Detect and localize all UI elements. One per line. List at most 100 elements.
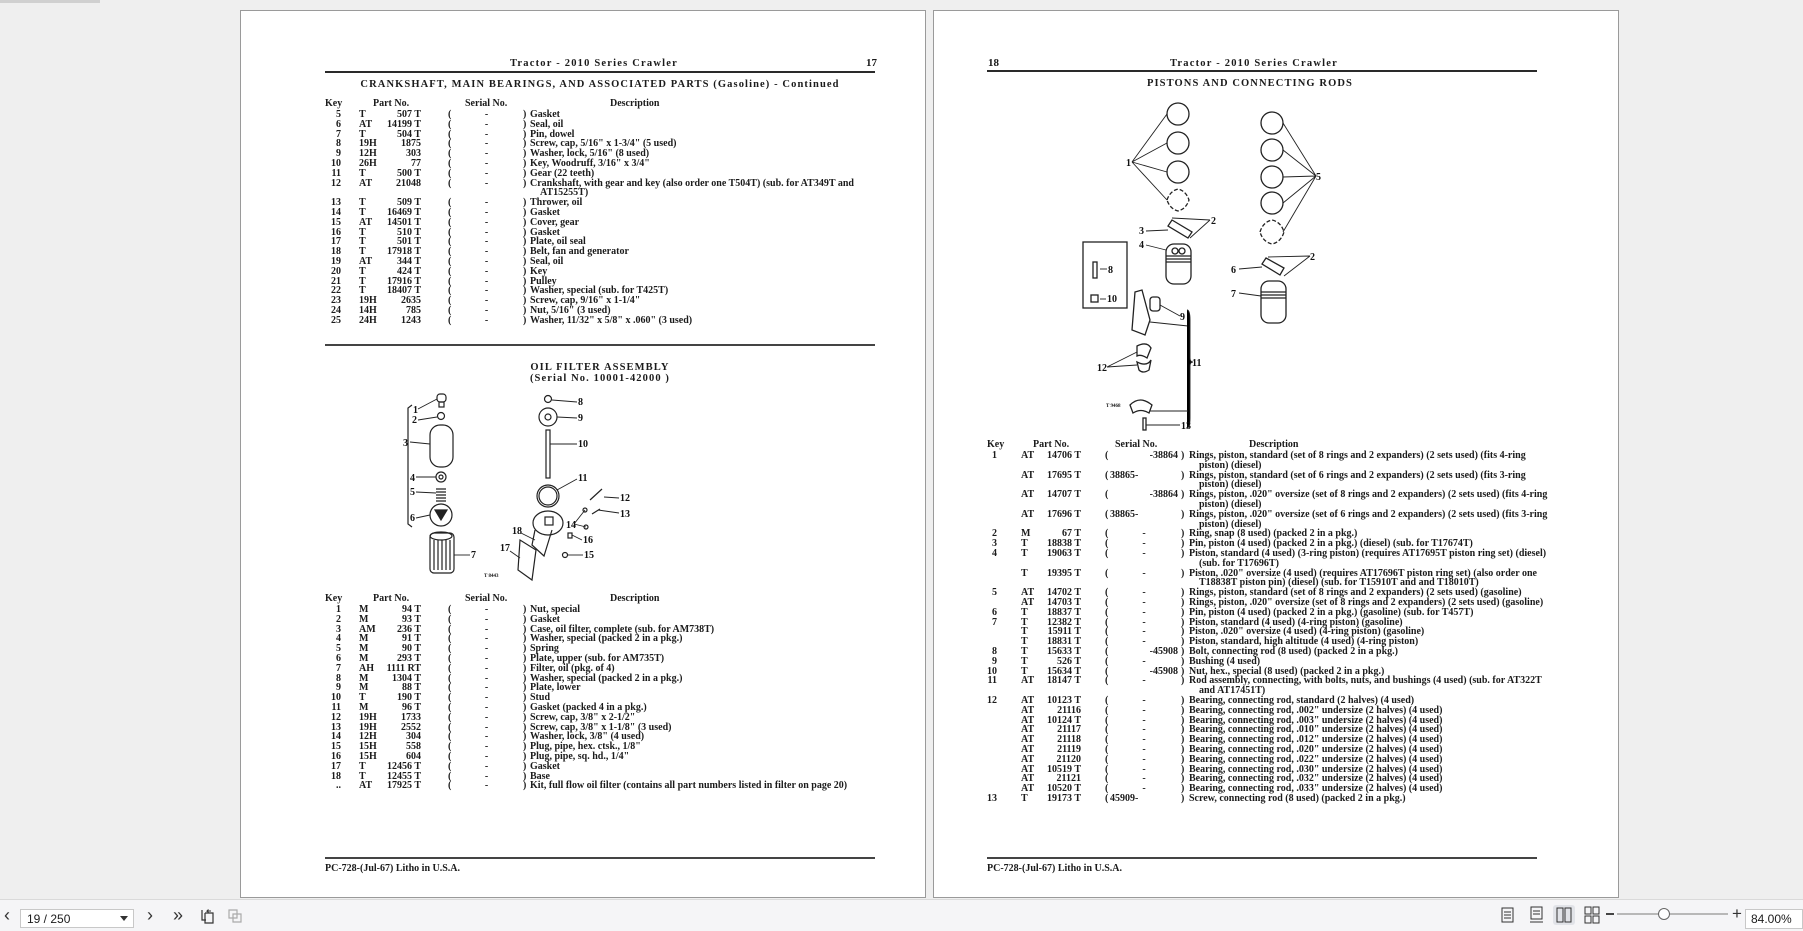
part-number-cell: 507 T	[397, 109, 421, 120]
callout-label: 10	[1107, 294, 1117, 305]
serial-cell: -	[484, 731, 489, 743]
description-cell: Bearing, connecting rod, .002" undersize…	[1189, 704, 1443, 716]
part-number-cell: 1733	[401, 711, 421, 723]
description-cell: Washer, special (packed 2 in a pkg.)	[530, 633, 683, 645]
description-cell: Nut, 5/16" (3 used)	[530, 304, 611, 316]
paren-open: (	[448, 721, 452, 733]
paren-open: (	[448, 662, 452, 674]
paren-open: (	[448, 246, 452, 258]
description-cell: Washer, lock, 3/8" (4 used)	[530, 731, 645, 743]
paren-close: )	[1181, 489, 1185, 501]
zoom-slider-thumb[interactable]	[1658, 908, 1670, 920]
part-prefix-cell: T	[359, 128, 366, 140]
part-number-cell: 15634 T	[1047, 665, 1081, 677]
description-cell: Rings, piston, .020" oversize (set of 8 …	[1189, 596, 1544, 608]
serial-cell: -	[484, 741, 489, 753]
rotate-page-icon[interactable]	[197, 900, 217, 931]
single-page-view-icon[interactable]	[1496, 905, 1518, 925]
part-number-cell: 19173 T	[1047, 792, 1081, 804]
zoom-out-icon[interactable]	[1606, 913, 1614, 915]
zoom-in-icon[interactable]: +	[1732, 904, 1742, 923]
serial-cell: -	[1142, 704, 1146, 716]
two-page-view-icon[interactable]	[1553, 905, 1575, 925]
part-number-cell: 190 T	[397, 692, 421, 704]
paren-open: (	[1105, 792, 1109, 804]
paren-open: (	[448, 750, 452, 762]
paren-close: )	[1181, 753, 1185, 765]
part-prefix-cell: T	[1021, 626, 1028, 638]
serial-cell: -	[484, 265, 489, 277]
part-number-cell: 16469 T	[387, 206, 421, 218]
zoom-level-input[interactable]: 84.00%	[1745, 909, 1803, 929]
paren-open: (	[448, 623, 452, 635]
chevron-right-icon[interactable]: ›	[147, 905, 153, 925]
paren-open: (	[1105, 450, 1109, 461]
chevron-left-icon[interactable]: ‹	[4, 905, 10, 925]
paren-open: (	[1105, 743, 1109, 755]
part-prefix-cell: T	[359, 692, 366, 704]
paren-open: (	[1105, 547, 1109, 559]
key-cell: 9	[336, 682, 341, 694]
paren-close: )	[1181, 714, 1185, 726]
serial-cell: -	[484, 623, 489, 635]
zoom-slider[interactable]	[1617, 913, 1728, 915]
page-selector[interactable]: 19 / 250	[20, 909, 134, 928]
paren-close: )	[1181, 665, 1185, 677]
paren-open: (	[1105, 508, 1109, 520]
callout-label: 8	[1108, 265, 1113, 276]
callout-label: 14	[566, 520, 576, 531]
serial-cell: -	[484, 109, 489, 120]
part-number-cell: 14702 T	[1047, 587, 1081, 599]
description-cell: Screw, cap, 9/16" x 1-1/4"	[530, 295, 641, 307]
serial-cell: -	[1142, 587, 1146, 599]
part-prefix-cell: T	[359, 275, 366, 287]
header-key: Key	[987, 439, 1005, 450]
serial-cell: -	[484, 750, 489, 762]
paren-open: (	[448, 770, 452, 782]
part-number-cell: 19063 T	[1047, 547, 1081, 559]
description-cell: Pin, piston (4 used) (packed 2 in a pkg.…	[1189, 606, 1474, 618]
continuous-view-icon[interactable]	[1525, 905, 1547, 925]
serial-cell: -	[484, 275, 489, 287]
paren-open: (	[1105, 763, 1109, 775]
part-prefix-cell: T	[359, 285, 366, 297]
part-number-cell: 21120	[1056, 753, 1081, 765]
two-page-continuous-view-icon[interactable]	[1581, 905, 1603, 925]
paren-close: )	[523, 672, 527, 684]
part-prefix-cell: T	[359, 236, 366, 248]
part-number-cell: 18831 T	[1047, 636, 1081, 648]
fit-page-icon[interactable]	[225, 900, 245, 931]
description-cell: Gasket	[530, 760, 560, 772]
double-chevron-right-icon[interactable]: »	[172, 905, 183, 925]
part-number-cell: 304	[406, 731, 421, 743]
paren-open: (	[448, 197, 452, 209]
description-cell: Key, Woodruff, 3/16" x 3/4"	[530, 157, 650, 169]
part-number-cell: 19395 T	[1047, 567, 1081, 579]
description-cell: Screw, cap, 5/16" x 1-3/4" (5 used)	[530, 138, 677, 150]
serial-cell: -	[484, 138, 489, 150]
serial-cell: -	[484, 285, 489, 297]
part-number-cell: 14199 T	[387, 118, 421, 130]
part-number-cell: 14501 T	[387, 216, 421, 228]
serial-cell: -	[1142, 753, 1146, 765]
description-cell: Bearing, connecting rod, .033" undersize…	[1189, 783, 1443, 795]
page-number: 17	[866, 57, 877, 69]
serial-cell: -	[484, 118, 489, 130]
part-prefix-cell: T	[359, 265, 366, 277]
serial-cell: -	[1142, 626, 1146, 638]
